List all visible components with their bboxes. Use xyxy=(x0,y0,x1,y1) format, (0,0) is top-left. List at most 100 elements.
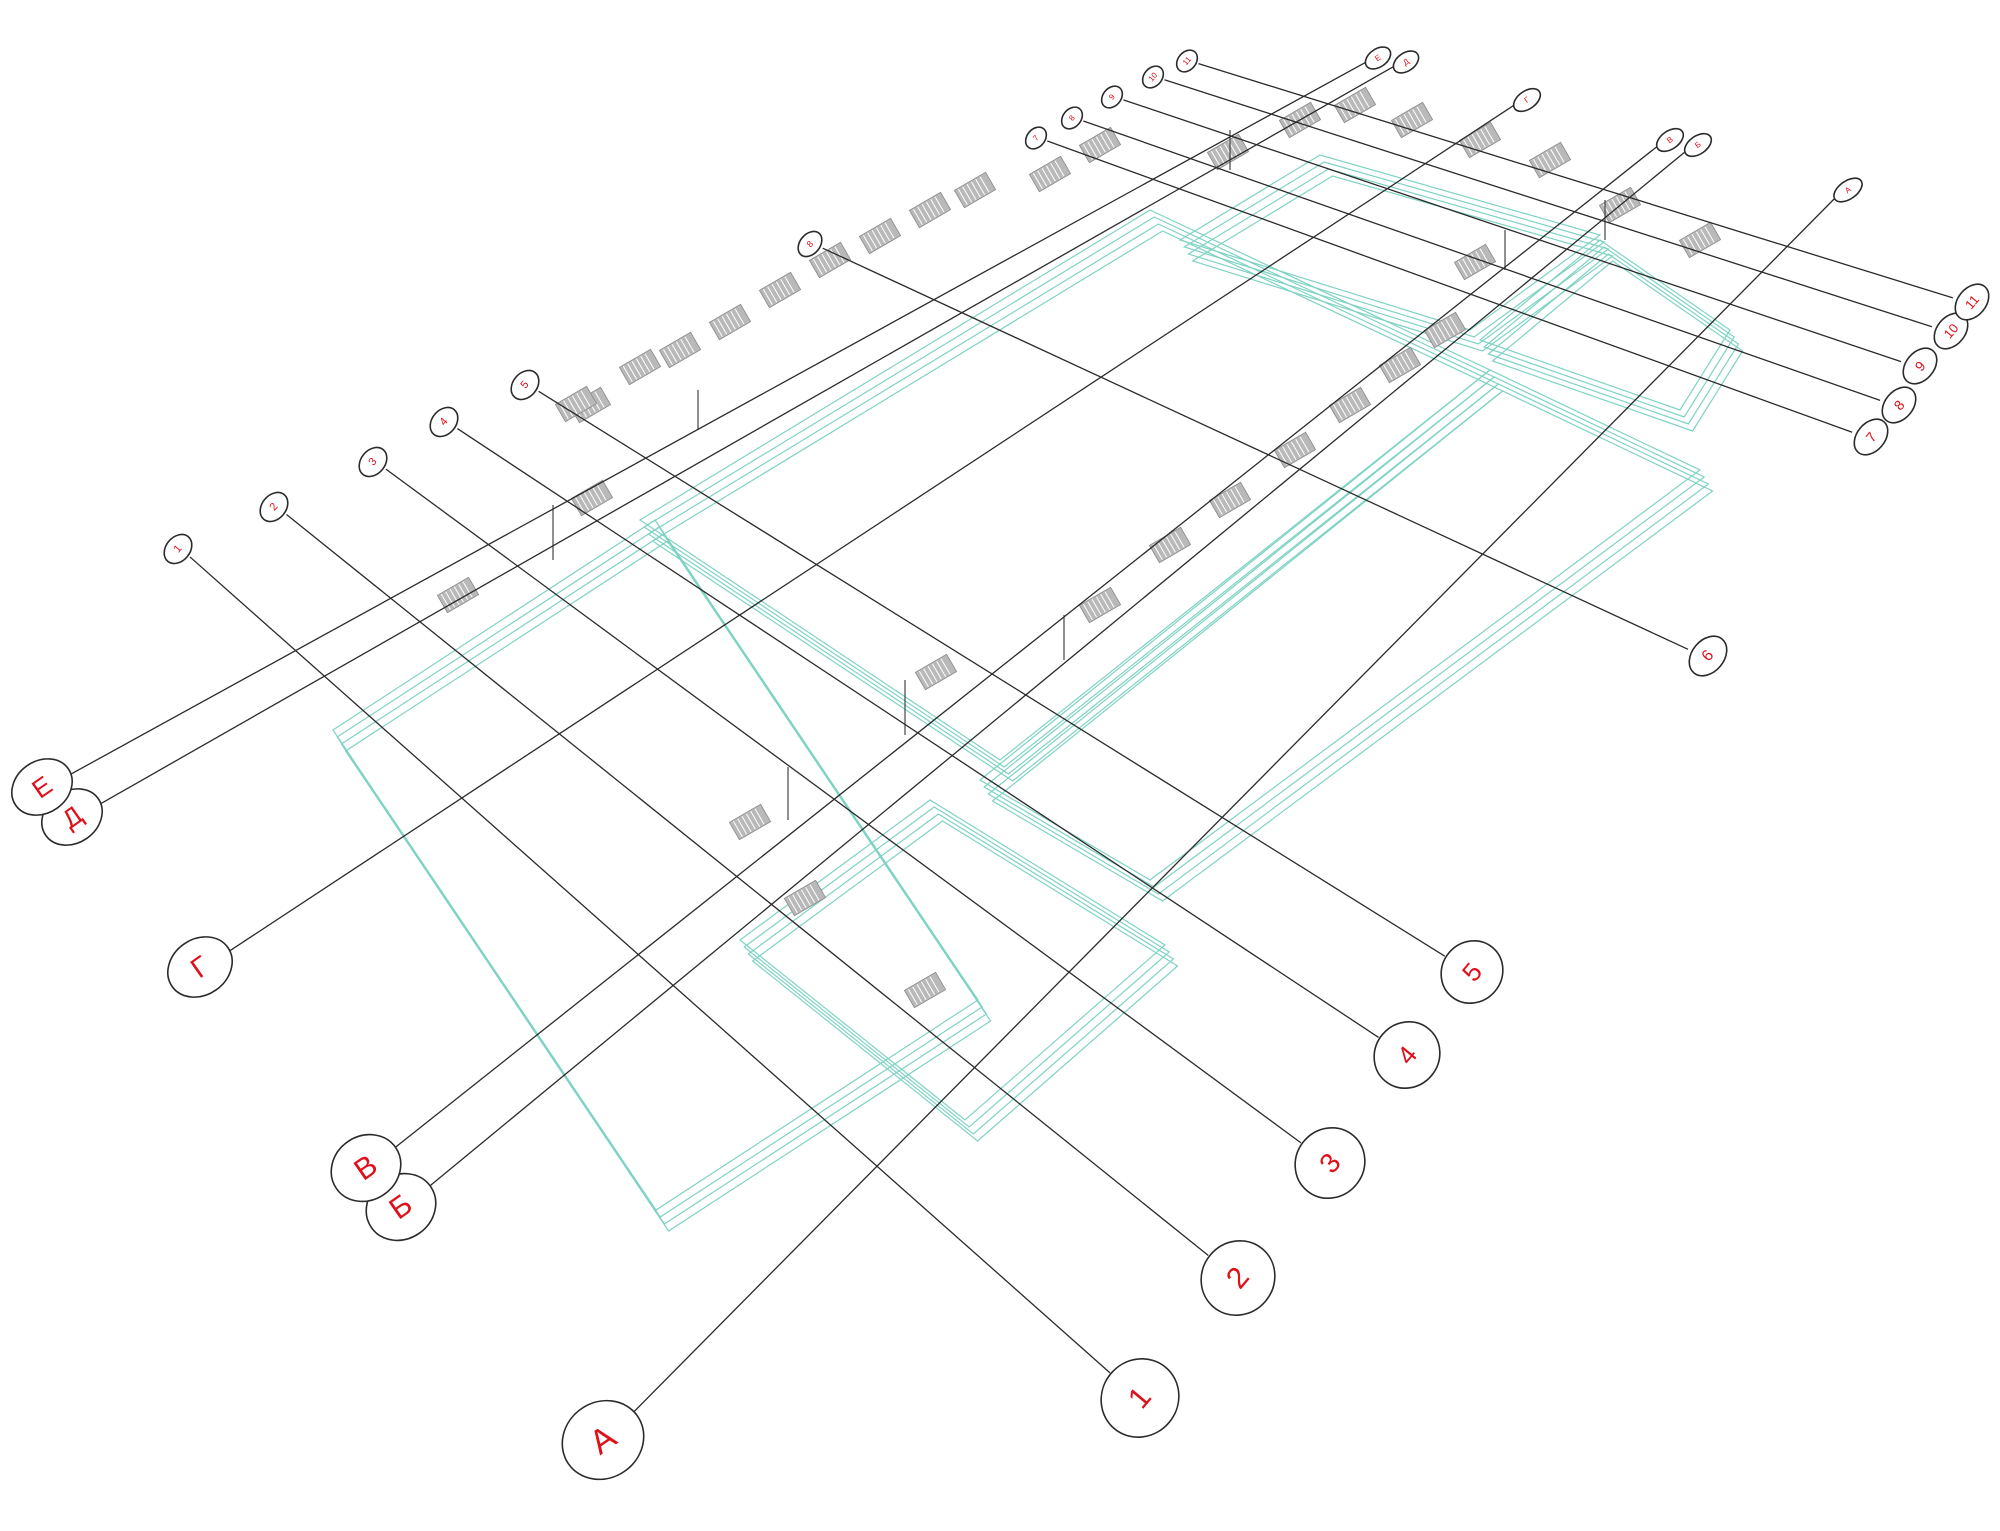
radiator xyxy=(728,803,772,841)
axis-far-bubble-letters-5: Е xyxy=(1364,46,1392,70)
radiator xyxy=(1423,311,1467,349)
radiator xyxy=(1208,481,1252,519)
axis-line-numbers-9 xyxy=(1164,79,1933,328)
axis-far-bubble-numbers-8-text: 9 xyxy=(1107,92,1117,102)
room-0-wall-2 xyxy=(340,533,988,1225)
radiator xyxy=(808,241,852,279)
axis-line-letters-4 xyxy=(99,65,1395,805)
radiator xyxy=(914,653,958,691)
axis-bubble-numbers-2: 3 xyxy=(1294,1127,1366,1199)
room-2-wall-2 xyxy=(987,383,1710,895)
axis-line-letters-1 xyxy=(428,150,1687,1188)
axis-far-bubble-numbers-6: 7 xyxy=(1024,126,1048,150)
axis-far-bubble-numbers-8: 9 xyxy=(1100,85,1124,109)
axis-far-bubble-numbers-5-text: 8 xyxy=(805,239,816,249)
axis-bubble-letters-3: Г xyxy=(167,936,233,998)
room-4-wall-3 xyxy=(1491,260,1744,432)
radiator xyxy=(618,348,662,386)
room-4-wall-1 xyxy=(1483,246,1736,418)
axis-far-bubble-letters-0: А xyxy=(1833,177,1863,203)
room-3-wall-3 xyxy=(1191,175,1614,352)
axis-far-bubble-numbers-7-text: 8 xyxy=(1067,113,1077,123)
axis-far-bubble-letters-4-text: Д xyxy=(1401,56,1411,67)
axis-line-numbers-10 xyxy=(1198,63,1954,299)
axis-line-letters-5 xyxy=(69,61,1367,776)
radiator xyxy=(1148,526,1192,564)
axis-far-bubble-letters-5-text: Е xyxy=(1373,53,1383,63)
room-4-wall-0 xyxy=(1478,239,1731,411)
room-0-wall-0 xyxy=(332,519,979,1211)
axis-line-numbers-2 xyxy=(385,468,1302,1144)
axis-bubble-letters-5: Е xyxy=(11,758,73,816)
room-4-wall-2 xyxy=(1487,253,1740,425)
radiators-group xyxy=(436,86,1722,1009)
radiator xyxy=(758,271,802,309)
room-2-wall-3 xyxy=(991,390,1714,902)
radiator xyxy=(858,217,902,255)
radiator xyxy=(708,303,752,341)
axis-line-numbers-0 xyxy=(189,556,1111,1374)
room-5-wall-2 xyxy=(747,813,1175,1135)
axis-line-numbers-1 xyxy=(286,513,1209,1257)
axis-far-bubble-numbers-4: 5 xyxy=(510,369,540,401)
radiator xyxy=(658,331,702,369)
axis-bubble-numbers-0: 1 xyxy=(1100,1358,1180,1438)
room-2-wall-1 xyxy=(983,376,1706,888)
axis-bubble-numbers-8: 9 xyxy=(1902,347,1938,385)
axis-bubble-numbers-10: 11 xyxy=(1954,283,1990,321)
axis-far-bubble-letters-2: В xyxy=(1655,127,1685,153)
axis-far-bubble-letters-1-text: Б xyxy=(1693,140,1702,150)
room-1-wall-2 xyxy=(647,223,1500,775)
axis-far-bubble-numbers-9: 10 xyxy=(1141,65,1165,89)
room-3-wall-0 xyxy=(1178,154,1602,331)
room-3-wall-1 xyxy=(1182,161,1606,338)
axis-far-bubble-numbers-10: 11 xyxy=(1175,49,1199,73)
axis-line-numbers-8 xyxy=(1123,99,1902,363)
axis-far-bubble-letters-1: Б xyxy=(1683,132,1713,158)
axis-far-bubble-numbers-2: 3 xyxy=(358,446,388,478)
axis-line-letters-3 xyxy=(228,104,1515,953)
axis-line-numbers-6 xyxy=(1047,140,1853,433)
axis-far-bubble-numbers-5: 8 xyxy=(797,230,823,258)
radiator xyxy=(1453,243,1497,281)
radiator xyxy=(1078,586,1122,624)
axis-line-letters-2 xyxy=(393,145,1659,1149)
axis-bubble-numbers-9: 10 xyxy=(1933,312,1969,350)
radiator xyxy=(1378,346,1422,384)
axis-bubble-numbers-6: 7 xyxy=(1853,418,1889,456)
room-2-wall-0 xyxy=(978,369,1702,881)
room-0-wall-1 xyxy=(336,526,984,1218)
room-5-wall-0 xyxy=(739,799,1167,1121)
axis-bubble-letters-0: А xyxy=(561,1399,645,1481)
radiator xyxy=(436,576,480,614)
axis-far-bubble-numbers-7: 8 xyxy=(1060,106,1084,130)
radiator xyxy=(570,479,614,517)
axis-line-numbers-4 xyxy=(538,390,1446,957)
axis-far-bubble-letters-3-text: Г xyxy=(1523,95,1532,105)
room-5-wall-3 xyxy=(751,820,1179,1142)
radiator xyxy=(1528,141,1572,179)
axis-line-numbers-3 xyxy=(457,428,1379,1038)
axis-bubble-letters-4: Д xyxy=(41,788,103,846)
radiator xyxy=(1206,133,1250,171)
axis-far-bubble-numbers-6-text: 7 xyxy=(1031,133,1041,143)
grid-axes-lines xyxy=(69,61,1954,1414)
axis-far-bubble-letters-0-text: А xyxy=(1843,184,1853,195)
axis-far-bubble-numbers-1: 2 xyxy=(259,491,289,523)
room-0-wall-3 xyxy=(344,540,992,1232)
axis-bubble-numbers-3: 4 xyxy=(1373,1021,1441,1089)
axis-bubble-numbers-1: 2 xyxy=(1200,1240,1276,1316)
building-walls xyxy=(332,154,1744,1232)
axis-line-letters-0 xyxy=(632,195,1838,1414)
radiator xyxy=(1078,126,1122,164)
axis-far-bubble-numbers-0: 1 xyxy=(163,533,193,565)
axis-line-numbers-5 xyxy=(822,247,1689,650)
radiator xyxy=(1028,155,1072,193)
axis-far-bubble-letters-2-text: В xyxy=(1665,135,1675,145)
axis-far-bubble-numbers-3: 4 xyxy=(429,406,459,438)
radiator xyxy=(1328,386,1372,424)
room-3-wall-2 xyxy=(1186,168,1610,345)
axis-bubble-numbers-7: 8 xyxy=(1881,386,1917,424)
